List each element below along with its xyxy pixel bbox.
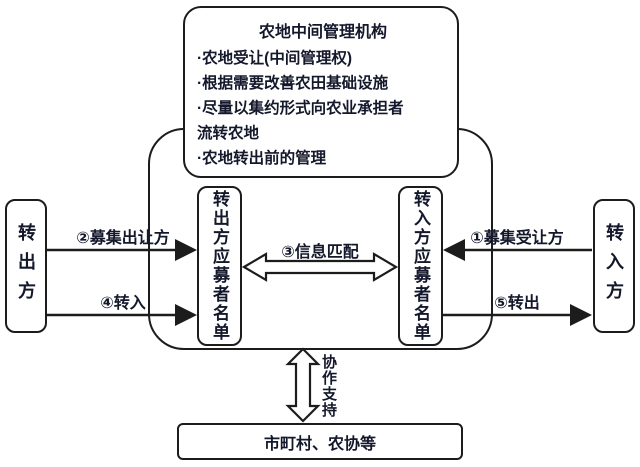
recruit-transferor-label: ②募集出让方 — [76, 230, 170, 247]
transferor-box: 转出方 — [5, 199, 47, 333]
local-support-label: 市町村、农协等 — [263, 435, 376, 453]
cooperation-support-double-arrow — [285, 347, 321, 423]
transferee-applicant-list-label: 转入方应募者名单 — [411, 190, 430, 342]
org-title: 农地中间管理机构 — [258, 24, 387, 41]
transferor-label: 转出方 — [16, 222, 36, 310]
transferor-applicant-list-label: 转出方应募者名单 — [210, 190, 229, 342]
org-bullet: ·农地受让(中间管理权) — [197, 50, 352, 67]
transferee-label: 转入方 — [604, 222, 624, 310]
recruit-transferee-label: ①募集受让方 — [470, 230, 564, 247]
transfer-in-label: ④转入 — [100, 295, 146, 312]
cooperation-support-label: 协作支持 — [320, 354, 337, 418]
transferor-applicant-list-box: 转出方应募者名单 — [197, 186, 242, 346]
org-bullet: ·尽量以集约形式向农业承担者流转农地 — [197, 100, 404, 142]
transferee-box: 转入方 — [593, 199, 635, 333]
org-box: 农地中间管理机构 ·农地受让(中间管理权) ·根据需要改善农田基础设施 ·尽量以… — [183, 6, 459, 178]
transfer-out-label: ⑤转出 — [494, 295, 540, 312]
org-bullet-list: ·农地受让(中间管理权) ·根据需要改善农田基础设施 ·尽量以集约形式向农业承担… — [197, 46, 419, 171]
info-matching-label: ③信息匹配 — [281, 244, 359, 261]
transferee-applicant-list-box: 转入方应募者名单 — [398, 186, 443, 346]
org-bullet: ·农地转出前的管理 — [197, 150, 327, 167]
org-bullet: ·根据需要改善农田基础设施 — [197, 75, 389, 92]
local-support-box: 市町村、农协等 — [177, 423, 463, 460]
